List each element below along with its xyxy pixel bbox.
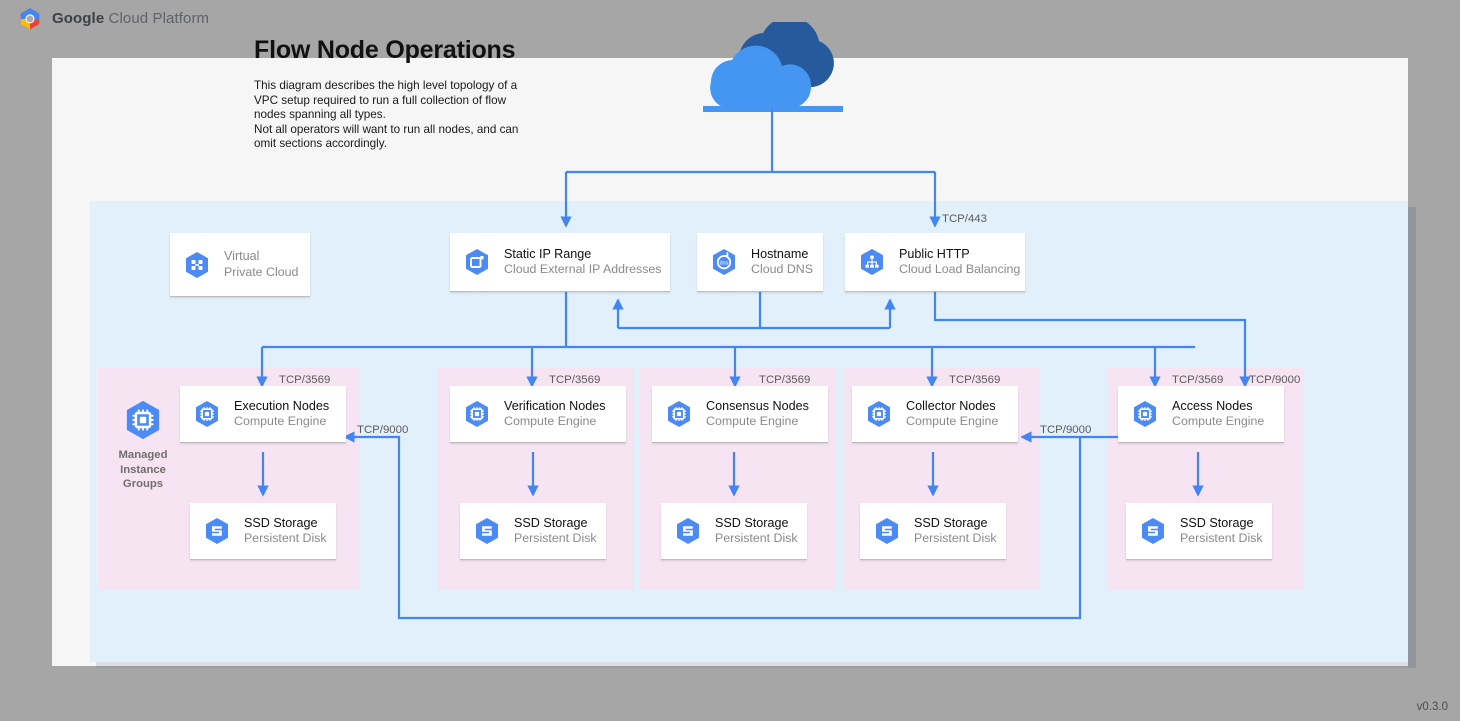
brand-cloud-platform: Cloud Platform xyxy=(104,10,210,27)
node-title: Verification Nodes xyxy=(504,398,606,413)
node-access-ssd-storage[interactable]: SSD Storage Persistent Disk xyxy=(1126,503,1284,571)
node-title: SSD Storage xyxy=(514,515,588,530)
port-label-collector-3569: TCP/3569 xyxy=(949,374,1001,386)
node-subtitle: Persistent Disk xyxy=(244,531,327,546)
cloud-external-ip-icon xyxy=(462,247,492,277)
node-subtitle: Persistent Disk xyxy=(715,531,798,546)
node-title: SSD Storage xyxy=(1180,515,1254,530)
port-label-verification-3569: TCP/3569 xyxy=(549,374,601,386)
node-access-nodes[interactable]: Access Nodes Compute Engine xyxy=(1118,386,1296,454)
node-collector-nodes[interactable]: Collector Nodes Compute Engine xyxy=(852,386,1030,454)
svg-text:dns: dns xyxy=(720,261,729,267)
node-execution-ssd-storage[interactable]: SSD Storage Persistent Disk xyxy=(190,503,348,571)
port-label-collector-9000: TCP/9000 xyxy=(1040,424,1092,436)
cloud-dns-icon: dns xyxy=(709,247,739,277)
node-subtitle: Persistent Disk xyxy=(514,531,597,546)
brand-label: Google Cloud Platform xyxy=(52,10,209,27)
compute-engine-icon xyxy=(462,399,492,429)
port-label-access-9000: TCP/9000 xyxy=(1249,374,1301,386)
node-consensus-ssd-storage[interactable]: SSD Storage Persistent Disk xyxy=(661,503,819,571)
node-subtitle: Private Cloud xyxy=(224,264,299,279)
port-label-execution-3569: TCP/3569 xyxy=(279,374,331,386)
compute-engine-icon xyxy=(664,399,694,429)
node-title: Virtual xyxy=(224,249,260,264)
node-subtitle: Persistent Disk xyxy=(914,531,997,546)
node-title: Collector Nodes xyxy=(906,398,996,413)
virtual-private-cloud-icon xyxy=(182,250,212,280)
node-subtitle: Compute Engine xyxy=(504,414,597,429)
node-subtitle: Compute Engine xyxy=(706,414,799,429)
node-subtitle: Cloud External IP Addresses xyxy=(504,262,662,277)
node-subtitle: Persistent Disk xyxy=(1180,531,1263,546)
node-collector-ssd-storage[interactable]: SSD Storage Persistent Disk xyxy=(860,503,1018,571)
node-subtitle: Compute Engine xyxy=(906,414,999,429)
node-execution-nodes[interactable]: Execution Nodes Compute Engine xyxy=(180,386,358,454)
node-subtitle: Cloud Load Balancing xyxy=(899,262,1021,277)
node-static-ip-range[interactable]: Static IP Range Cloud External IP Addres… xyxy=(450,233,682,303)
node-title: SSD Storage xyxy=(244,515,318,530)
compute-engine-icon xyxy=(864,399,894,429)
managed-instance-groups-label: Managed Instance Groups xyxy=(118,449,168,490)
diagram-description: This diagram describes the high level to… xyxy=(254,79,519,151)
node-hostname[interactable]: dns Hostname Cloud DNS xyxy=(697,233,823,291)
port-label-lb-443: TCP/443 xyxy=(942,213,987,225)
vpc-panel-shadow-bottom xyxy=(96,662,1408,668)
persistent-disk-icon xyxy=(673,516,703,546)
port-label-execution-9000: TCP/9000 xyxy=(357,424,409,436)
app-header: Google Cloud Platform xyxy=(0,0,1460,40)
cloud-load-balancing-icon xyxy=(857,247,887,277)
node-public-http[interactable]: Public HTTP Cloud Load Balancing xyxy=(845,233,1025,291)
persistent-disk-icon xyxy=(1138,516,1168,546)
node-subtitle: Compute Engine xyxy=(234,414,327,429)
node-subtitle: Cloud DNS xyxy=(751,262,813,277)
node-title: Hostname xyxy=(751,246,809,261)
node-verification-nodes[interactable]: Verification Nodes Compute Engine xyxy=(450,386,638,454)
node-title: SSD Storage xyxy=(914,515,988,530)
cloud-icon xyxy=(703,22,843,112)
persistent-disk-icon xyxy=(202,516,232,546)
node-subtitle: Compute Engine xyxy=(1172,414,1265,429)
node-verification-ssd-storage[interactable]: SSD Storage Persistent Disk xyxy=(460,503,618,571)
node-consensus-nodes[interactable]: Consensus Nodes Compute Engine xyxy=(652,386,840,454)
node-title: Consensus Nodes xyxy=(706,398,809,413)
persistent-disk-icon xyxy=(872,516,902,546)
node-virtual-private-cloud[interactable]: Virtual Private Cloud xyxy=(170,233,310,296)
page-title: Flow Node Operations xyxy=(254,36,516,64)
node-title: Public HTTP xyxy=(899,246,970,261)
node-title: Static IP Range xyxy=(504,246,592,261)
brand-google: Google xyxy=(52,10,105,27)
version-label: v0.3.0 xyxy=(1416,701,1448,713)
google-cloud-hexagon-logo xyxy=(20,8,40,30)
node-title: Execution Nodes xyxy=(234,398,330,413)
persistent-disk-icon xyxy=(472,516,502,546)
managed-instance-groups-icon xyxy=(126,400,160,440)
compute-engine-icon xyxy=(1130,399,1160,429)
vpc-panel-shadow-right xyxy=(1408,207,1416,668)
port-label-consensus-3569: TCP/3569 xyxy=(759,374,811,386)
node-title: Access Nodes xyxy=(1172,398,1253,413)
compute-engine-icon xyxy=(192,399,222,429)
port-label-access-3569: TCP/3569 xyxy=(1172,374,1224,386)
node-title: SSD Storage xyxy=(715,515,789,530)
